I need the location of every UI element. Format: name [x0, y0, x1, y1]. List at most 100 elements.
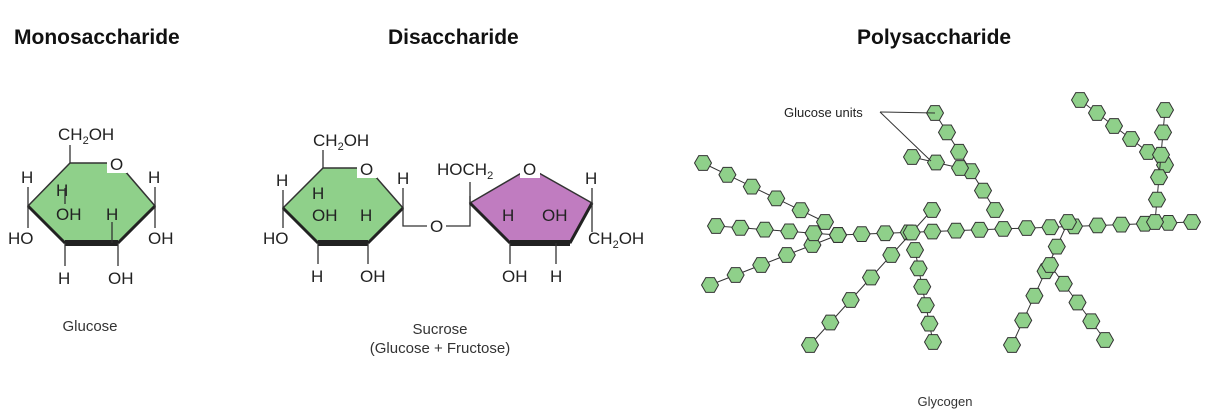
glucose-unit-icon — [1095, 332, 1115, 348]
oh-label: OH — [360, 267, 386, 286]
h-label: H — [397, 169, 409, 188]
glucose-unit-icon — [920, 315, 939, 332]
glucose-unit-icon — [1068, 294, 1087, 311]
glucose-unit-icon — [973, 182, 993, 199]
glucose-unit-icon — [706, 218, 726, 234]
glucose-unit-icon — [949, 143, 969, 160]
oh-label: OH — [542, 206, 568, 225]
glucose-unit-icon — [821, 314, 840, 331]
glucose-unit-icon — [1025, 287, 1044, 304]
sucrose-molecule: O CH2OH H HO H H OH H H OH O O HOCH2 H C… — [263, 131, 644, 286]
glucose-unit-icon — [731, 219, 750, 236]
glucose-unit-icon — [926, 154, 946, 171]
glucose-unit-icon — [970, 221, 989, 238]
glucose-unit-icon — [1121, 131, 1141, 147]
glucose-unit-icon — [861, 269, 881, 286]
glucose-unit-icon — [902, 224, 921, 241]
glucose-unit-icon — [700, 277, 720, 293]
glucose-unit-icon — [985, 202, 1005, 218]
glycogen-caption: Glycogen — [917, 394, 973, 409]
glucose-unit-icon — [726, 267, 745, 283]
glucose-unit-icon — [994, 221, 1013, 237]
sucrose-glucose-ring — [281, 167, 405, 244]
ho-label: HO — [8, 229, 34, 248]
h-label: H — [502, 206, 514, 225]
glucose-unit-icon — [755, 221, 774, 238]
h-label: H — [360, 206, 372, 225]
glucose-unit-icon — [905, 242, 925, 258]
glucose-unit-icon — [1002, 337, 1022, 353]
h-label: H — [56, 181, 68, 200]
sucrose-caption-line2: (Glucose + Fructose) — [369, 340, 511, 357]
glucose-unit-icon — [1182, 214, 1202, 230]
ch2oh-label: CH2OH — [58, 125, 114, 147]
ch2oh-label: CH2OH — [588, 229, 644, 251]
glucose-unit-icon — [800, 337, 820, 353]
glucose-ring — [26, 162, 157, 244]
oh-label: OH — [312, 206, 338, 225]
h-label: H — [312, 184, 324, 203]
polysaccharide-heading: Polysaccharide — [857, 26, 1012, 49]
glucose-unit-icon — [828, 227, 848, 243]
oh-label: OH — [56, 205, 82, 224]
disaccharide-heading: Disaccharide — [388, 26, 519, 49]
glucose-unit-icon — [777, 247, 796, 263]
ch2oh-label: CH2OH — [313, 131, 369, 153]
glucose-unit-icon — [909, 260, 928, 277]
glycogen-molecule — [693, 92, 1202, 353]
glucose-unit-icon — [923, 334, 943, 350]
h-label: H — [58, 269, 70, 288]
glucose-unit-icon — [913, 278, 932, 295]
glucose-unit-icon — [1017, 220, 1036, 236]
oh-label: OH — [502, 267, 528, 286]
glucose-unit-icon — [922, 202, 942, 218]
glycosidic-oxygen-label: O — [430, 217, 443, 236]
h-label: H — [550, 267, 562, 286]
hoch2-label: HOCH2 — [437, 160, 493, 182]
sucrose-caption-line1: Sucrose — [412, 321, 468, 338]
glucose-unit-icon — [1070, 92, 1090, 108]
glucose-unit-icon — [1149, 169, 1169, 186]
glucose-unit-icon — [742, 178, 761, 195]
glucose-unit-icon — [852, 226, 871, 242]
h-label: H — [148, 168, 160, 187]
glucose-unit-icon — [1047, 238, 1066, 255]
glucose-unit-icon — [1041, 219, 1060, 236]
h-label: H — [276, 171, 288, 190]
glucose-unit-icon — [937, 124, 957, 141]
ring-oxygen-label: O — [110, 155, 123, 174]
ring-oxygen-label: O — [360, 160, 373, 179]
glucose-unit-icon — [718, 166, 737, 183]
h-label: H — [106, 205, 118, 224]
glucose-unit-icon — [804, 225, 823, 242]
glucose-unit-icon — [791, 202, 810, 219]
monosaccharide-heading: Monosaccharide — [14, 26, 180, 49]
glucose-unit-icon — [1082, 313, 1101, 330]
glucose-unit-icon — [693, 155, 713, 171]
h-label: H — [585, 169, 597, 188]
glucose-unit-icon — [752, 257, 771, 273]
sucrose-caption: Sucrose (Glucose + Fructose) — [340, 320, 540, 358]
h-label: H — [311, 267, 323, 286]
glucose-caption: Glucose — [62, 318, 118, 335]
glucose-unit-icon — [815, 214, 835, 230]
glucose-unit-icon — [1145, 214, 1165, 230]
glucose-unit-icon — [882, 247, 901, 263]
glucose-unit-icon — [1014, 312, 1033, 329]
glucose-unit-icon — [946, 222, 966, 239]
ho-label: HO — [263, 229, 289, 248]
glucose-units-label: Glucose units — [784, 105, 863, 120]
glucose-unit-icon — [876, 225, 895, 242]
glucose-unit-icon — [1087, 105, 1107, 121]
glucose-unit-icon — [950, 160, 970, 176]
oh-label: OH — [108, 269, 134, 288]
glucose-unit-icon — [923, 223, 942, 240]
glucose-unit-icon — [780, 223, 799, 240]
glucose-unit-icon — [1153, 124, 1173, 141]
glucose-unit-icon — [1088, 217, 1107, 234]
glucose-unit-icon — [1138, 144, 1158, 160]
glucose-unit-icon — [1155, 102, 1175, 118]
glucose-unit-icon — [902, 149, 922, 165]
glucose-unit-icon — [1112, 216, 1131, 233]
